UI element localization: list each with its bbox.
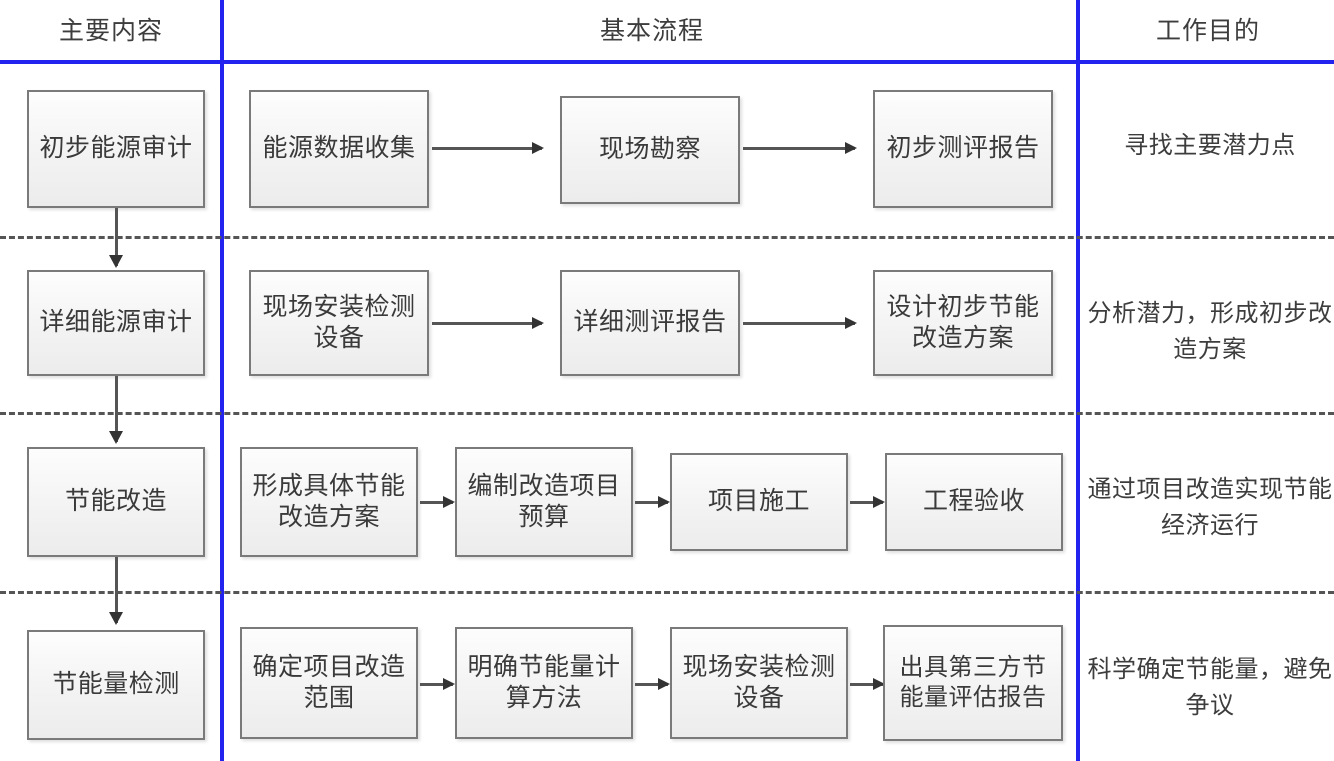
step-box-r4-c4[interactable]: 出具第三方节能量评估报告 <box>883 625 1063 741</box>
step-box-r3-c4[interactable]: 工程验收 <box>885 453 1063 551</box>
step-box-r3-c4-label: 工程验收 <box>922 488 1025 516</box>
step-box-r1-c1[interactable]: 能源数据收集 <box>249 90 429 208</box>
step-box-r1-c1-label: 能源数据收集 <box>262 135 416 163</box>
stage-box-row-4[interactable]: 节能量检测 <box>27 630 205 740</box>
arrow-r1-c1-to-c2 <box>432 142 544 154</box>
arrow-r3-c3-to-c4 <box>850 496 885 508</box>
purpose-text-row-1: 寻找主要潜力点 <box>1124 133 1296 159</box>
step-box-r4-c1[interactable]: 确定项目改造范围 <box>240 627 418 739</box>
column-header-work-purpose: 工作目的 <box>1155 18 1260 45</box>
stage-box-row-2[interactable]: 详细能源审计 <box>27 270 205 376</box>
stage-box-row-3[interactable]: 节能改造 <box>27 447 205 557</box>
purpose-text-row-3: 通过项目改造实现节能经济运行 <box>1087 477 1333 539</box>
arrow-stage-1-to-2 <box>109 208 123 268</box>
column-header-basic-process: 基本流程 <box>599 18 704 45</box>
stage-box-row-4-label: 节能量检测 <box>52 671 180 699</box>
step-box-r1-c3-label: 初步测评报告 <box>886 135 1040 163</box>
step-box-r2-c3[interactable]: 设计初步节能改造方案 <box>873 270 1053 376</box>
arrow-r3-c1-to-c2 <box>420 496 455 508</box>
arrow-r1-c2-to-c3 <box>743 142 857 154</box>
column-divider-left <box>220 0 224 761</box>
step-box-r2-c2-label: 详细测评报告 <box>573 309 727 337</box>
step-box-r3-c2-label: 编制改造项目预算 <box>467 472 621 532</box>
step-box-r3-c3[interactable]: 项目施工 <box>670 453 848 551</box>
arrow-r4-c2-to-c3 <box>635 678 670 690</box>
step-box-r4-c2[interactable]: 明确节能量计算方法 <box>455 627 633 739</box>
step-box-r4-c1-label: 确定项目改造范围 <box>252 653 406 713</box>
step-box-r2-c1-label: 现场安装检测设备 <box>262 293 416 353</box>
arrow-r4-c1-to-c2 <box>420 678 455 690</box>
step-box-r4-c4-label: 出具第三方节能量评估报告 <box>899 654 1047 711</box>
column-divider-right <box>1076 0 1080 761</box>
step-box-r4-c3[interactable]: 现场安装检测设备 <box>670 627 848 739</box>
header-separator-line <box>0 60 1334 64</box>
step-box-r1-c2[interactable]: 现场勘察 <box>560 96 740 204</box>
step-box-r1-c3[interactable]: 初步测评报告 <box>873 90 1053 208</box>
stage-box-row-1[interactable]: 初步能源审计 <box>27 90 205 208</box>
step-box-r4-c3-label: 现场安装检测设备 <box>682 653 836 713</box>
step-box-r3-c2[interactable]: 编制改造项目预算 <box>455 447 633 557</box>
stage-box-row-3-label: 节能改造 <box>64 488 167 516</box>
row-separator-3 <box>0 591 1334 594</box>
step-box-r1-c2-label: 现场勘察 <box>598 136 701 164</box>
arrow-r4-c3-to-c4 <box>850 678 885 690</box>
arrow-r3-c2-to-c3 <box>635 496 670 508</box>
row-separator-2 <box>0 412 1334 415</box>
step-box-r3-c1[interactable]: 形成具体节能改造方案 <box>240 447 418 557</box>
step-box-r4-c2-label: 明确节能量计算方法 <box>467 653 621 713</box>
column-header-main-content: 主要内容 <box>58 18 163 45</box>
arrow-r2-c1-to-c2 <box>432 317 544 329</box>
arrow-r2-c2-to-c3 <box>743 317 857 329</box>
row-separator-1 <box>0 236 1334 239</box>
purpose-text-row-2: 分析潜力，形成初步改造方案 <box>1087 301 1333 363</box>
arrow-stage-2-to-3 <box>109 376 123 444</box>
purpose-text-row-4: 科学确定节能量，避免争议 <box>1087 657 1333 719</box>
step-box-r2-c2[interactable]: 详细测评报告 <box>560 270 740 376</box>
stage-box-row-1-label: 初步能源审计 <box>39 135 193 163</box>
step-box-r2-c1[interactable]: 现场安装检测设备 <box>249 270 429 376</box>
arrow-stage-3-to-4 <box>109 557 123 625</box>
step-box-r3-c3-label: 项目施工 <box>707 488 810 516</box>
step-box-r2-c3-label: 设计初步节能改造方案 <box>886 293 1040 353</box>
step-box-r3-c1-label: 形成具体节能改造方案 <box>252 472 406 532</box>
stage-box-row-2-label: 详细能源审计 <box>39 309 193 337</box>
